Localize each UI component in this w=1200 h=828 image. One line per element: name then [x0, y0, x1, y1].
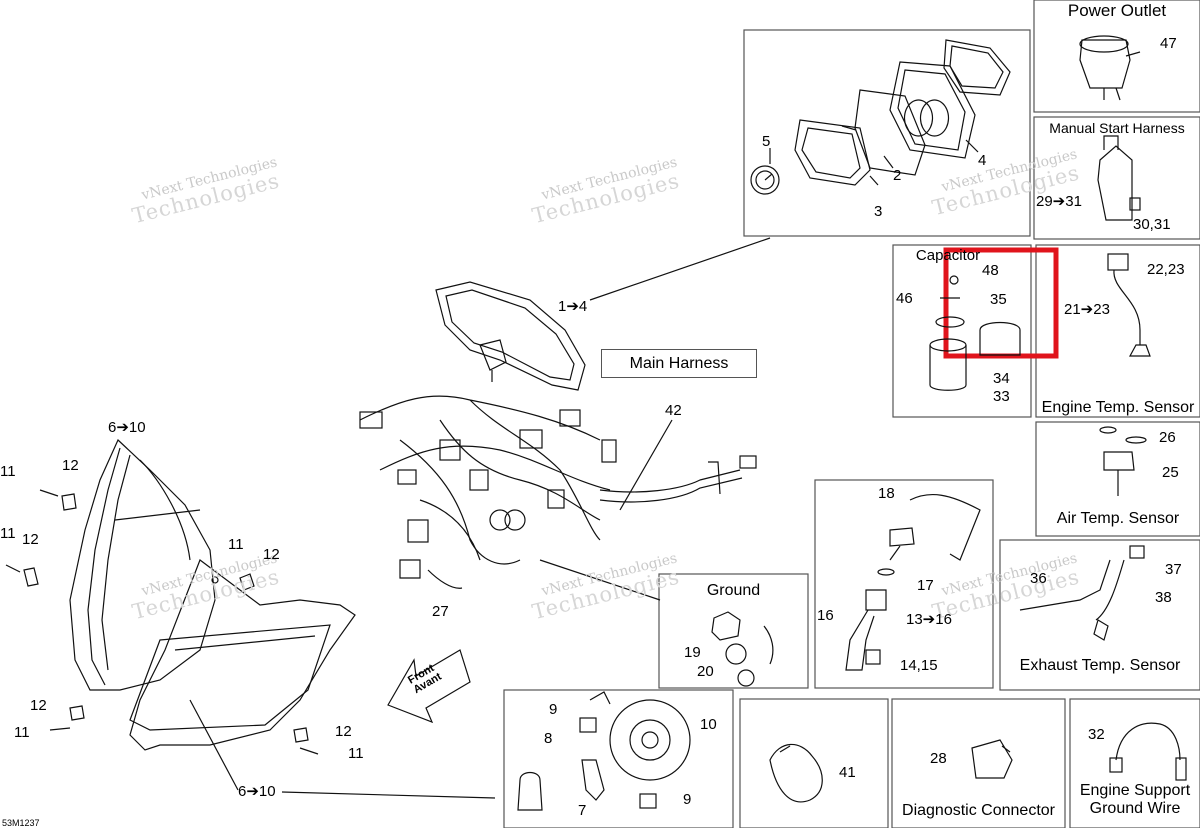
part-label-21-23: 21➔23: [1064, 301, 1110, 318]
part-label-1-4: 1➔4: [558, 298, 588, 315]
part-label-20: 20: [697, 663, 714, 680]
exhaust-temp-title: Exhaust Temp. Sensor: [1019, 657, 1181, 674]
part-label-33: 33: [993, 388, 1010, 405]
part-label-11e: 11: [348, 745, 364, 762]
part-label-35: 35: [990, 291, 1007, 308]
diagnostic-box: [891, 698, 1066, 828]
part-label-5: 5: [762, 133, 771, 150]
main-cluster-art: [435, 281, 586, 391]
capacitor-title: Capacitor: [915, 247, 981, 264]
exhaust-temp-box: [999, 539, 1200, 691]
part-label-47: 47: [1160, 35, 1177, 52]
engine-temp-art: [1107, 253, 1151, 357]
part-label-9: 9: [549, 701, 558, 718]
power-outlet-box: [1033, 0, 1200, 113]
exhaust-temp-art: [1019, 545, 1145, 641]
part-label-42: 42: [665, 402, 682, 419]
bulb-art: [517, 691, 691, 811]
part-label-13-16: 13➔16: [906, 611, 952, 628]
part-label-12e: 12: [335, 723, 352, 740]
leader-42: [619, 419, 673, 511]
gauge-box: [743, 29, 1031, 237]
part-label-34: 34: [993, 370, 1010, 387]
main-harness-art: [359, 395, 757, 601]
part-label-36: 36: [1030, 570, 1047, 587]
part-label-32: 32: [1088, 726, 1105, 743]
bulb-box: [503, 689, 734, 828]
ignition-art: [845, 493, 981, 671]
clip-art: [769, 743, 823, 803]
part-label-11c: 11: [228, 536, 244, 553]
part-label-12b: 12: [22, 531, 39, 548]
gauge-cluster-art: [750, 39, 1011, 195]
part-label-18: 18: [878, 485, 895, 502]
part-label-9b: 9: [683, 791, 692, 808]
engine-support-box: [1069, 698, 1200, 828]
manual-start-title: Manual Start Harness: [1049, 120, 1185, 136]
air-temp-title: Air Temp. Sensor: [1056, 510, 1180, 527]
part-label-6-10: 6➔10: [108, 419, 146, 436]
part-label-25: 25: [1162, 464, 1179, 481]
engine-support-art: [1109, 722, 1187, 781]
part-label-11b: 11: [0, 525, 16, 542]
part-label-3: 3: [874, 203, 883, 220]
leader-1-4: [589, 237, 771, 301]
part-label-12c: 12: [263, 546, 280, 563]
air-temp-box: [1035, 421, 1200, 537]
air-temp-art: [1099, 426, 1147, 496]
part-label-7: 7: [578, 802, 587, 819]
engine-support-title-2: Ground Wire: [1089, 800, 1181, 817]
part-label-27: 27: [432, 603, 449, 620]
part-label-22-23: 22,23: [1147, 261, 1185, 278]
capacitor-art: [929, 275, 1021, 391]
part-label-30-31: 30,31: [1133, 216, 1171, 233]
front-arrow-art: [387, 649, 471, 724]
part-label-11d: 11: [14, 724, 30, 741]
part-label-48: 48: [982, 262, 999, 279]
headlamp-art: [5, 438, 496, 799]
engine-support-title-1: Engine Support: [1079, 782, 1191, 799]
part-label-10: 10: [700, 716, 717, 733]
part-label-11: 11: [0, 463, 16, 480]
ground-title: Ground: [706, 582, 761, 599]
part-label-46: 46: [896, 290, 913, 307]
part-label-26: 26: [1159, 429, 1176, 446]
part-label-14-15: 14,15: [900, 657, 938, 674]
diagnostic-art: [971, 739, 1013, 779]
main-harness-title: Main Harness: [601, 349, 757, 378]
part-label-8: 8: [544, 730, 553, 747]
part-label-38: 38: [1155, 589, 1172, 606]
diagnostic-title: Diagnostic Connector: [902, 802, 1055, 819]
ground-box: [658, 573, 809, 689]
engine-temp-box: [1035, 244, 1200, 418]
power-outlet-art: [1079, 35, 1141, 101]
part-label-6-10b: 6➔10: [238, 783, 276, 800]
part-label-41: 41: [839, 764, 856, 781]
part-label-2: 2: [893, 167, 902, 184]
manual-start-box: [1033, 116, 1200, 240]
part-label-16: 16: [817, 607, 834, 624]
engine-temp-title: Engine Temp. Sensor: [1041, 399, 1195, 416]
part-label-29-31: 29➔31: [1036, 193, 1082, 210]
part-label-17: 17: [917, 577, 934, 594]
part-label-4: 4: [978, 152, 987, 169]
part-label-12d: 12: [30, 697, 47, 714]
capacitor-box: [892, 244, 1032, 418]
part-label-12: 12: [62, 457, 79, 474]
diagram-code: 53M1237: [2, 818, 40, 828]
part-label-37: 37: [1165, 561, 1182, 578]
part-label-19: 19: [684, 644, 701, 661]
power-outlet-title: Power Outlet: [1067, 1, 1167, 20]
manual-start-art: [1097, 135, 1141, 221]
highlight-rectangle: [943, 247, 1059, 359]
ground-art: [711, 611, 774, 687]
ignition-box: [814, 479, 994, 689]
part-label-28: 28: [930, 750, 947, 767]
clip-box: [739, 698, 889, 828]
